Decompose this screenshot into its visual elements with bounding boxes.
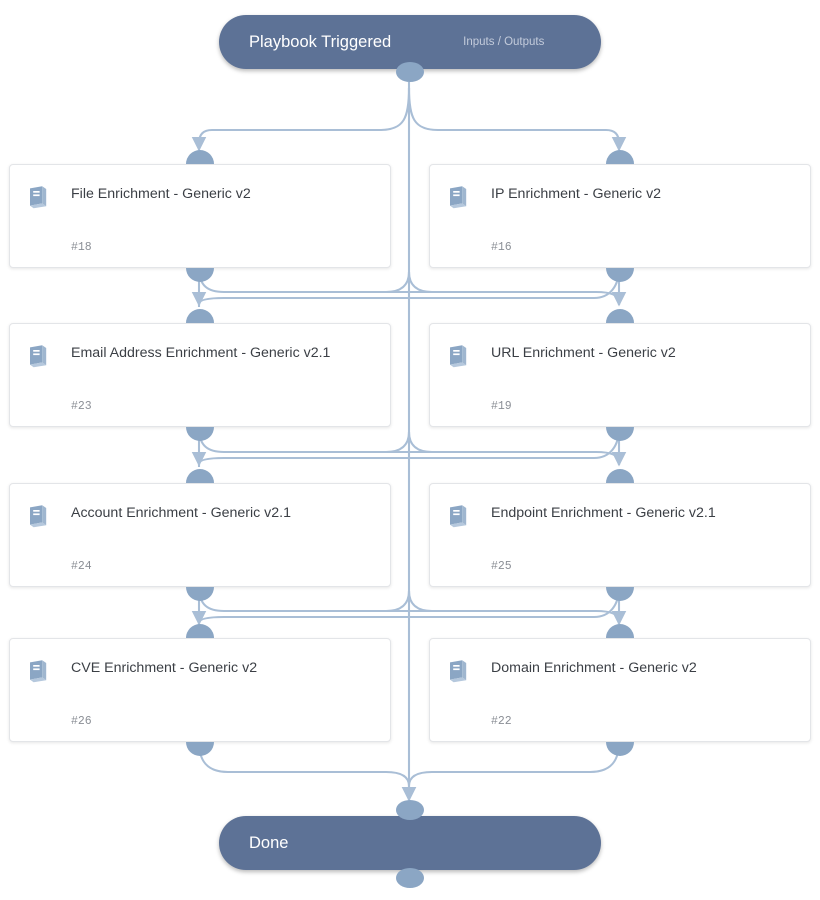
playbook-book-icon bbox=[26, 658, 52, 684]
task-output-port[interactable] bbox=[606, 742, 634, 756]
task-card-title: Email Address Enrichment - Generic v2.1 bbox=[71, 345, 331, 361]
playbook-book-icon bbox=[446, 658, 472, 684]
node-playbook-triggered[interactable]: Playbook Triggered Inputs / Outputs bbox=[219, 15, 601, 69]
edge-trigger-to-file bbox=[191, 87, 411, 152]
task-input-port[interactable] bbox=[186, 150, 214, 164]
edge-account-to-domain bbox=[197, 586, 621, 624]
task-output-port[interactable] bbox=[606, 268, 634, 282]
task-card-title: URL Enrichment - Generic v2 bbox=[491, 345, 676, 361]
task-output-port[interactable] bbox=[606, 427, 634, 441]
node-done[interactable]: Done bbox=[219, 816, 601, 870]
done-node-output-port[interactable] bbox=[396, 868, 424, 888]
edge-email-to-endpoint bbox=[197, 427, 621, 465]
edge-cve-to-done bbox=[197, 741, 417, 802]
task-card[interactable]: File Enrichment - Generic v2 #18 bbox=[9, 164, 391, 268]
task-card-id: #26 bbox=[71, 715, 92, 728]
task-input-port[interactable] bbox=[186, 309, 214, 323]
edge-spine-fan-l1 bbox=[385, 271, 411, 294]
task-card[interactable]: Account Enrichment - Generic v2.1 #24 bbox=[9, 483, 391, 587]
task-card-title: CVE Enrichment - Generic v2 bbox=[71, 660, 258, 676]
task-output-port[interactable] bbox=[186, 587, 214, 601]
playbook-book-icon bbox=[26, 184, 52, 210]
task-card-id: #18 bbox=[71, 241, 92, 254]
playbook-book-icon bbox=[446, 184, 472, 210]
task-output-port[interactable] bbox=[186, 268, 214, 282]
playbook-book-icon bbox=[26, 343, 52, 369]
task-input-port[interactable] bbox=[186, 469, 214, 483]
edge-spine-fan-r3 bbox=[407, 590, 433, 613]
edge-domain-to-done bbox=[401, 741, 621, 802]
task-input-port[interactable] bbox=[606, 309, 634, 323]
playbook-book-icon bbox=[26, 503, 52, 529]
edge-ip-to-email bbox=[197, 267, 621, 307]
task-card-id: #24 bbox=[71, 560, 92, 573]
done-node-input-port[interactable] bbox=[396, 800, 424, 820]
task-output-port[interactable] bbox=[186, 742, 214, 756]
task-input-port[interactable] bbox=[606, 624, 634, 638]
task-card-title: IP Enrichment - Generic v2 bbox=[491, 186, 662, 202]
playbook-book-icon bbox=[446, 503, 472, 529]
start-node-title: Playbook Triggered bbox=[249, 32, 392, 51]
edge-spine-fan-l2 bbox=[385, 431, 411, 454]
task-input-port[interactable] bbox=[606, 150, 634, 164]
edge-file-to-url bbox=[197, 267, 621, 305]
task-card[interactable]: IP Enrichment - Generic v2 #16 bbox=[429, 164, 811, 268]
task-card-title: Account Enrichment - Generic v2.1 bbox=[71, 505, 292, 521]
playbook-book-icon bbox=[446, 343, 472, 369]
task-card-id: #25 bbox=[491, 560, 512, 573]
end-node-title: Done bbox=[249, 833, 289, 852]
task-card-title: File Enrichment - Generic v2 bbox=[71, 186, 251, 202]
task-card-id: #16 bbox=[491, 241, 512, 254]
task-card-id: #22 bbox=[491, 715, 512, 728]
task-card-title: Domain Enrichment - Generic v2 bbox=[491, 660, 697, 676]
task-input-port[interactable] bbox=[186, 624, 214, 638]
task-card-id: #19 bbox=[491, 400, 512, 413]
task-card[interactable]: CVE Enrichment - Generic v2 #26 bbox=[9, 638, 391, 742]
edge-spine-fan-l3 bbox=[385, 590, 411, 613]
task-card[interactable]: Domain Enrichment - Generic v2 #22 bbox=[429, 638, 811, 742]
edge-trigger-to-ip bbox=[407, 87, 627, 152]
edge-spine-fan-r1 bbox=[407, 271, 433, 294]
task-card-title: Endpoint Enrichment - Generic v2.1 bbox=[491, 505, 716, 521]
task-output-port[interactable] bbox=[606, 587, 634, 601]
task-card[interactable]: Email Address Enrichment - Generic v2.1 #… bbox=[9, 323, 391, 427]
edge-url-to-account bbox=[197, 427, 621, 467]
task-card[interactable]: URL Enrichment - Generic v2 #19 bbox=[429, 323, 811, 427]
task-card[interactable]: Endpoint Enrichment - Generic v2.1 #25 bbox=[429, 483, 811, 587]
task-card-id: #23 bbox=[71, 400, 92, 413]
edge-endpoint-to-cve bbox=[197, 586, 621, 626]
task-output-port[interactable] bbox=[186, 427, 214, 441]
inputs-outputs-label: Inputs / Outputs bbox=[463, 36, 545, 48]
start-node-output-port[interactable] bbox=[396, 62, 424, 82]
edge-spine-fan-r2 bbox=[407, 431, 433, 454]
task-input-port[interactable] bbox=[606, 469, 634, 483]
